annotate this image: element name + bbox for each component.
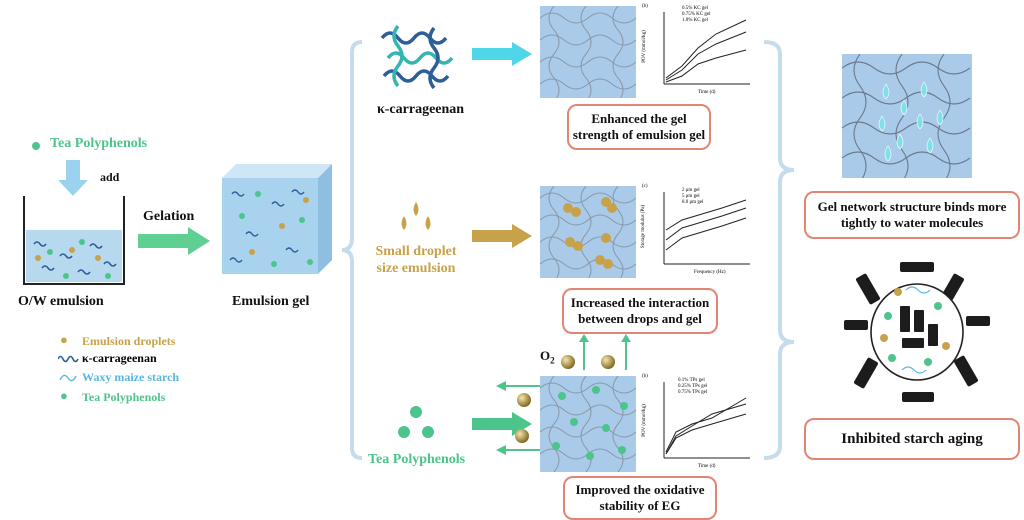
chart-droplets-legend-2: 8.0 μm gel: [682, 200, 704, 205]
box-oxidative-line-1: Improved the oxidative: [575, 481, 705, 497]
box-network: Gel network structure binds more tightly…: [804, 191, 1020, 239]
legend-droplets: Emulsion droplets: [82, 334, 176, 348]
emulsion-gel-label: Emulsion gel: [232, 294, 310, 309]
kcar-icon: [58, 355, 79, 363]
gel-panel-droplets: [540, 186, 636, 278]
gelation-arrow: [138, 227, 210, 255]
panel3-side-arrows: [496, 381, 540, 455]
tp-label-left: Tea Polyphenols: [50, 136, 148, 151]
box-enhanced-line-2: strength of emulsion gel: [572, 127, 706, 142]
chart-kcar-legend-0: 0.5% KC gel: [682, 6, 708, 11]
small-droplet-line-1: Small droplet: [375, 244, 457, 259]
chart-kcar-ylabel: POV (mmol/kg): [641, 30, 647, 63]
o2-spheres-and-arrows: [561, 334, 631, 370]
droplet-arrow: [472, 224, 532, 248]
box-network-line-1: Gel network structure binds more: [817, 198, 1007, 214]
small-droplet-line-2: size emulsion: [376, 260, 456, 276]
chart-droplets-tag: (c): [642, 184, 648, 189]
small-droplet-label: Small droplet size emulsion: [374, 244, 458, 278]
legend-kcar: κ-carrageenan: [82, 351, 157, 365]
chart-kcar-legend-1: 0.75% KC gel: [682, 12, 711, 17]
chart-tp-tag: (b): [642, 374, 648, 379]
chart-tp-legend-1: 0.25% TPs gel: [678, 384, 708, 389]
chart-droplets-legend: 2 μm gel 5 μm gel 8.0 μm gel: [682, 188, 703, 206]
starch-granule-diagram: [844, 262, 990, 402]
box-interaction-line-1: Increased the interaction: [570, 294, 710, 310]
chart-droplets-xlabel: Frequency (Hz): [694, 270, 726, 275]
chart-droplets-ylabel: Storage modulus (Pa): [641, 204, 647, 249]
chart-tp-legend: 0.1% TPs gel 0.25% TPs gel 0.75% TPs gel: [678, 378, 707, 396]
add-arrow: [58, 160, 88, 196]
right-bracket: [763, 40, 795, 460]
beaker: [23, 196, 125, 285]
box-enhanced: Enhanced the gel strength of emulsion ge…: [567, 104, 711, 150]
legend: ● Emulsion droplets κ-carrageenan Waxy m…: [58, 332, 248, 422]
left-bracket: [341, 40, 363, 460]
gel-panel-tp: [540, 376, 636, 472]
emulsion-gel-cube: [222, 164, 332, 274]
kcar-strands: [380, 24, 454, 90]
chart-droplets-legend-1: 5 μm gel: [682, 194, 700, 199]
chart-kcar: (b) 0.5% KC gel 0.75% KC gel 1.0% KC gel…: [642, 4, 754, 100]
gelation-label: Gelation: [143, 209, 195, 224]
kcar-arrow: [472, 42, 532, 66]
box-network-line-2: tightly to water molecules: [840, 215, 984, 230]
chart-kcar-legend: 0.5% KC gel 0.75% KC gel 1.0% KC gel: [682, 6, 710, 24]
tp-arrow: [472, 412, 532, 436]
kcar-label-middle: κ-carrageenan: [377, 102, 465, 117]
box-starch-aging: Inhibited starch aging: [804, 418, 1020, 460]
tp-label-middle: Tea Polyphenols: [368, 452, 466, 467]
box-interaction: Increased the interaction between drops …: [562, 288, 718, 334]
box-interaction-line-2: between drops and gel: [578, 311, 702, 326]
legend-starch: Waxy maize starch: [82, 370, 180, 384]
chart-tp-ylabel: POV (mmol/kg): [641, 404, 647, 437]
chart-kcar-xlabel: Time (d): [698, 90, 716, 95]
network-panel: [842, 54, 972, 178]
chart-tp-legend-0: 0.1% TPs gel: [678, 378, 705, 383]
chart-tp-legend-2: 0.75% TPs gel: [678, 390, 708, 395]
chart-kcar-tag: (b): [642, 4, 648, 9]
tp-dot-left: [32, 142, 40, 150]
o2-subscript: 2: [550, 355, 555, 366]
o2-label: O2: [540, 348, 555, 366]
chart-tp: (b) 0.1% TPs gel 0.25% TPs gel 0.75% TPs…: [642, 374, 754, 474]
legend-tp: Tea Polyphenols: [82, 390, 166, 404]
chart-tp-xlabel: Time (d): [698, 464, 716, 469]
box-oxidative-line-2: stability of EG: [599, 498, 681, 513]
droplet-icons: [401, 202, 431, 230]
droplet-icon: ●: [60, 332, 68, 347]
tp-dots-middle: [398, 406, 434, 438]
tp-icon: ●: [60, 388, 68, 403]
o2-text: O: [540, 348, 551, 363]
box-oxidative: Improved the oxidative stability of EG: [563, 476, 717, 520]
chart-kcar-legend-2: 1.0% KC gel: [682, 18, 708, 23]
add-label: add: [100, 170, 120, 184]
chart-droplets-legend-0: 2 μm gel: [682, 188, 700, 193]
chart-droplets: (c) 2 μm gel 5 μm gel 8.0 μm gel Frequen…: [641, 184, 754, 280]
ow-emulsion-label: O/W emulsion: [18, 294, 104, 309]
gel-panel-kcar: [540, 6, 636, 98]
starch-icon: [59, 374, 77, 382]
box-enhanced-line-1: Enhanced the gel: [591, 110, 687, 126]
box-starch-aging-text: Inhibited starch aging: [841, 430, 983, 447]
